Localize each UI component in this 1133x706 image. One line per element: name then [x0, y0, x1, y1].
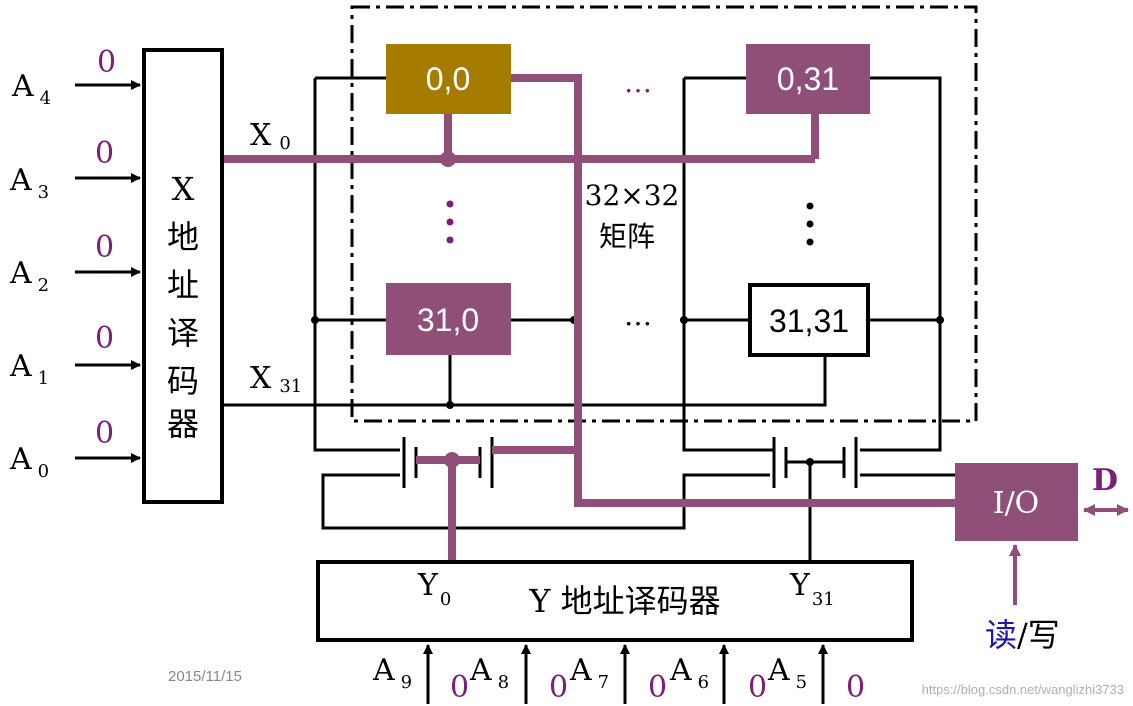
y-input-a9-value: 0 [450, 670, 469, 705]
matrix-size-label: 32×32 [585, 179, 680, 212]
cell-31-31-label: 31,31 [769, 303, 849, 339]
watermark: https://blog.csdn.net/wanglizhi3733 [922, 682, 1124, 697]
y-input-a6-value: 0 [748, 670, 767, 705]
x-decoder-char-4: 译 [167, 314, 199, 352]
y-input-a7-value: 0 [648, 670, 667, 705]
x-input-a0-value: 0 [95, 416, 114, 451]
cell-31-0 [386, 283, 511, 355]
cell-0-0-label: 0,0 [426, 61, 470, 97]
cell-0-31-label: 0,31 [777, 61, 839, 97]
x-input-a1-value: 0 [95, 321, 114, 356]
col31-vertical-dots [806, 202, 814, 246]
cell-0-31 [746, 44, 870, 114]
y-input-a5-value: 0 [846, 670, 865, 705]
io-block [955, 463, 1078, 541]
date-label: 2015/11/15 [168, 668, 242, 685]
x-decoder-char-2: 地 [167, 218, 199, 256]
y-decoder-label: Y 地址译码器 [528, 582, 720, 620]
read-write-label: 读/写 [985, 616, 1060, 654]
selected-path [222, 74, 955, 562]
x-input-a4-value: 0 [97, 45, 116, 80]
x-decoder [142, 48, 224, 504]
y-input-arrows [423, 644, 828, 704]
row0-ellipsis: … [624, 66, 652, 99]
matrix-boundary [350, 5, 978, 423]
path-junction-2 [444, 452, 460, 468]
row31-ellipsis: … [624, 299, 652, 332]
data-label: D [1092, 463, 1118, 498]
x-decoder-char-1: X [172, 170, 195, 208]
cell-31-0-label: 31,0 [417, 302, 479, 338]
x-decoder-char-6: 器 [167, 405, 199, 443]
x-decoder-char-3: 址 [167, 266, 199, 304]
x-input-a2-value: 0 [95, 230, 114, 265]
matrix-label-bg [582, 176, 682, 256]
io-label: I/O [993, 486, 1040, 521]
black-wires [222, 76, 955, 562]
y-decoder [316, 560, 914, 642]
cell-0-0 [386, 44, 511, 114]
cell-31-31 [748, 283, 870, 357]
matrix-name-label: 矩阵 [599, 220, 655, 253]
x-input-arrows [75, 80, 141, 463]
x-input-a3-value: 0 [95, 136, 114, 171]
y-input-a8-value: 0 [549, 670, 568, 705]
x-decoder-char-5: 码 [167, 362, 199, 400]
path-junction [440, 151, 456, 167]
col0-vertical-dots [446, 200, 454, 244]
